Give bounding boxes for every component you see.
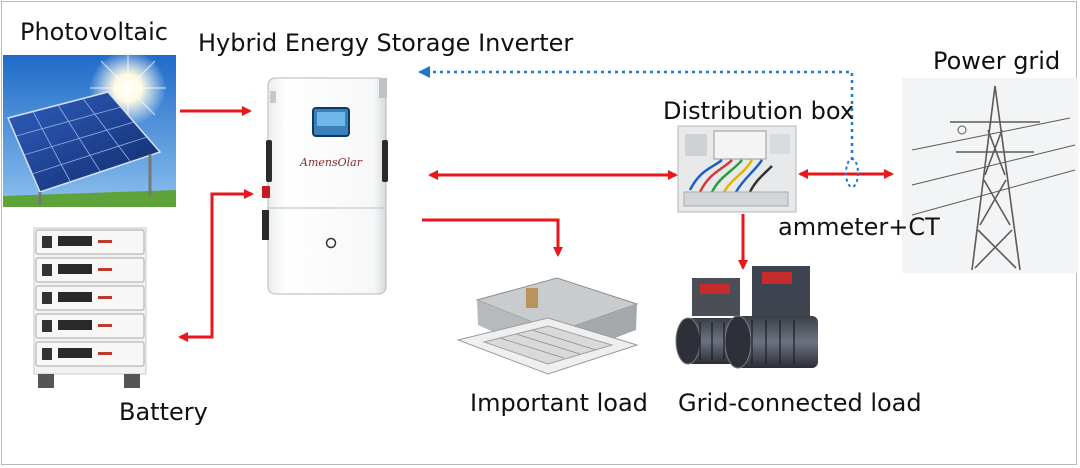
power-grid-label: Power grid <box>933 47 1061 75</box>
battery-inverter-arrow <box>178 189 254 342</box>
battery-rack-icon <box>33 227 147 388</box>
ct-clamp-icon <box>845 158 859 188</box>
inverter-brand-logo: AmensOlar <box>299 156 363 169</box>
air-conditioner-icon <box>456 277 639 375</box>
inverter-icon <box>262 77 388 295</box>
distribution-box-icon <box>677 125 797 213</box>
ammeter-ct-label: ammeter+CT <box>778 213 940 241</box>
inverter-to-important-load-arrow <box>422 218 563 257</box>
motor-icon <box>675 266 818 369</box>
photovoltaic-label: Photovoltaic <box>20 18 168 46</box>
battery-label: Battery <box>119 398 208 426</box>
inverter-label: Hybrid Energy Storage Inverter <box>198 29 574 57</box>
solar-panel-icon <box>3 50 176 207</box>
important-load-label: Important load <box>470 389 648 417</box>
transmission-tower-icon <box>902 78 1078 273</box>
ct-signal-line <box>418 66 859 188</box>
distribution-box-label: Distribution box <box>663 97 855 125</box>
grid-connected-load-label: Grid-connected load <box>678 389 922 417</box>
